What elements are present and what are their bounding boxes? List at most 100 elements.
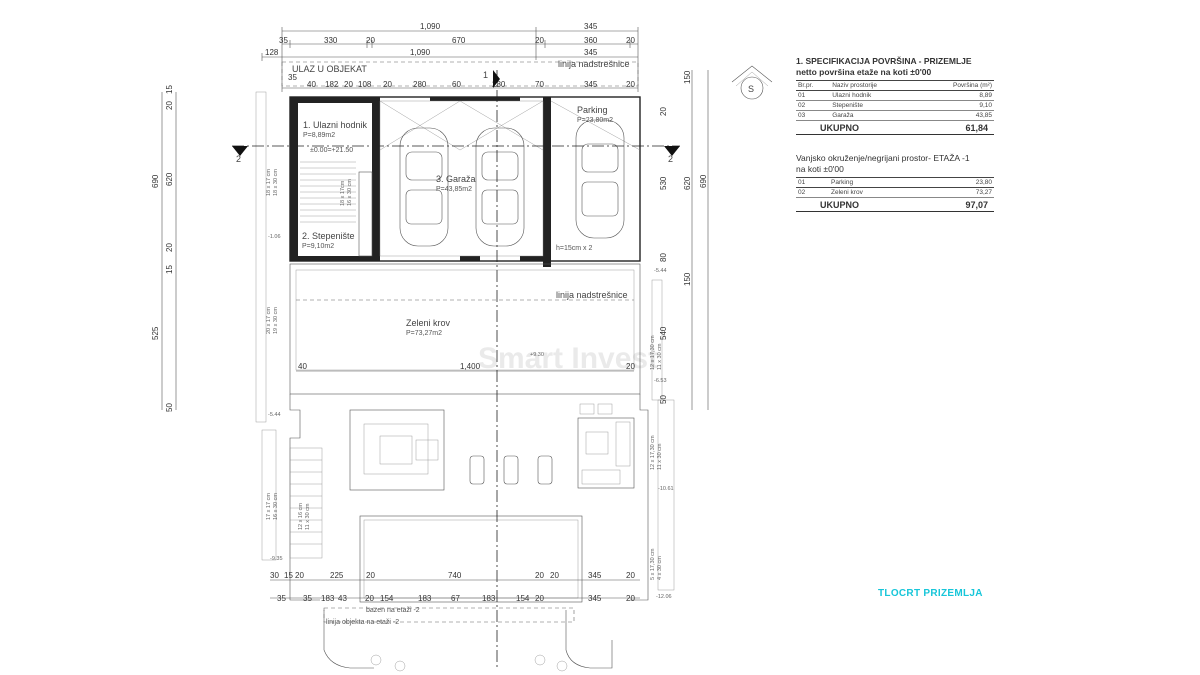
- table-row: 02 Zeleni krov 73,27: [796, 187, 994, 198]
- dim-bot-r2-2: 183: [321, 594, 335, 603]
- dim-bot-r1-4: 20: [366, 571, 375, 580]
- spec2-subtitle: na koti ±0'00: [796, 164, 844, 174]
- dim-bot-r1-2: 20: [295, 571, 304, 580]
- dim-left-inner-4: 15: [165, 265, 174, 274]
- car-parking: [575, 119, 625, 239]
- dim-right-outer-3: 150: [683, 272, 692, 286]
- table-cell: Stepenište: [830, 100, 918, 111]
- outer-stairs-right: [651, 279, 675, 591]
- total-value: 61,84: [965, 123, 988, 133]
- dim-bot-r2-10: 20: [535, 594, 544, 603]
- dim-right-inner-4: 50: [659, 395, 668, 404]
- spec1-total: UKUPNO 61,84: [796, 121, 994, 135]
- dim-top-r3-0: 128: [265, 48, 279, 57]
- dim-top-r4-5: 20: [383, 80, 392, 89]
- dim-top-r2-2: 20: [366, 36, 375, 45]
- stair-left-2: 20 x 17 cm: [266, 307, 272, 334]
- dim-right-inner-0: 20: [659, 107, 668, 116]
- dim-bot-r1-7: 20: [550, 571, 559, 580]
- dim-top-r4-6: 280: [413, 80, 427, 89]
- level-0: -1.06: [268, 234, 281, 240]
- dim-top-r4-7: 60: [452, 80, 461, 89]
- pool-label: bazen na etaži -2: [366, 607, 420, 614]
- dim-top-r2-4: 20: [535, 36, 544, 45]
- table-cell: 01: [796, 177, 830, 188]
- dim-top-r4-11: 20: [626, 80, 635, 89]
- dim-top-r4-2: 182: [325, 80, 339, 89]
- dim-left-outer-0: 690: [151, 174, 160, 188]
- dim-left-inner-5: 50: [165, 403, 174, 412]
- table-cell: Garaža: [830, 110, 918, 121]
- terrace-lower: [289, 394, 649, 672]
- room-2-name: 2. Stepenište: [302, 231, 355, 241]
- dim-right-inner-2: 80: [659, 253, 668, 262]
- dim-right-outer-1: 620: [683, 176, 692, 190]
- level-4: -6.53: [654, 378, 667, 384]
- table-row: 01 Parking 23,80: [796, 177, 994, 188]
- dim-top-r4-0: 35: [288, 73, 297, 82]
- dim-top-r4-8: 280: [492, 80, 506, 89]
- canopy-outline-top: [281, 61, 639, 87]
- stair-right-5: 4 x 30 cm: [657, 556, 663, 580]
- outer-stairs-left: [255, 91, 323, 561]
- stair-right-4: 5 x 17,30 cm: [650, 548, 656, 580]
- room-1-area: P=8,89m2: [303, 132, 335, 139]
- dim-bot-r1-6: 20: [535, 571, 544, 580]
- stair-right-2: 12 x 17,30 cm: [650, 435, 656, 470]
- dim-top-r2-5: 360: [584, 36, 598, 45]
- dim-top-r4-10: 345: [584, 80, 598, 89]
- dim-bot-r2-11: 345: [588, 594, 602, 603]
- table-cell: 43,85: [917, 110, 994, 121]
- stair-right-1: 11 x 30 cm: [657, 343, 663, 370]
- dim-bot-r2-12: 20: [626, 594, 635, 603]
- dim-left-outer-1: 525: [151, 326, 160, 340]
- dim-right-outer-0: 150: [683, 70, 692, 84]
- dim-bot-r2-3: 43: [338, 594, 347, 603]
- dim-bot-r2-4: 20: [365, 594, 374, 603]
- level-2: +9.30: [530, 352, 544, 358]
- stair-left-0: 18 x 17 cm: [266, 169, 272, 196]
- level-note: ±0.00=+21.50: [310, 147, 353, 154]
- level-5: -10.61: [658, 486, 674, 492]
- dim-left-inner-2: 620: [165, 172, 174, 186]
- stair-left-7: 11 x 30 cm: [305, 503, 311, 530]
- dim-bot-r2-1: 35: [303, 594, 312, 603]
- table-cell: 23,80: [934, 177, 994, 188]
- level-3: -5.44: [268, 412, 281, 418]
- section-marker-left: 2: [232, 146, 248, 164]
- table-header-row: Br.pr. Naziv prostorije Površina (m²): [796, 80, 994, 91]
- level-markers: -1.06 -5.44 +9.30 -5.44 -6.53 -10.61 -9.…: [268, 234, 674, 600]
- dim-bot-r1-0: 30: [270, 571, 279, 580]
- stair-right-0: 12 x 17,30 cm: [650, 335, 656, 370]
- svg-text:2: 2: [236, 154, 241, 164]
- total-label: UKUPNO: [820, 123, 860, 133]
- table-cell: Zeleni krov: [829, 187, 935, 198]
- header-cell: Br.pr.: [796, 80, 831, 91]
- green-roof-area: P=73,27m2: [406, 330, 442, 337]
- section-marker-top: 1: [483, 70, 500, 88]
- dims-top: 1,090 345 35 330 20 670 20 360 20 128 1,…: [261, 22, 639, 92]
- total-label: UKUPNO: [820, 200, 860, 210]
- level-1: -5.44: [654, 268, 667, 274]
- table-cell: 73,27: [934, 187, 994, 198]
- dim-top-r4-9: 70: [535, 80, 544, 89]
- table-row: 01 Ulazni hodnik 8,89: [796, 90, 994, 101]
- canopy-line-top-label: linija nadstrešnice: [558, 59, 630, 69]
- stair-right-3: 11 x 30 cm: [657, 443, 663, 470]
- total-value: 97,07: [965, 200, 988, 210]
- dims-right: 20 530 80 540 50 150 620 690 150 12 x 17…: [650, 70, 709, 580]
- table-cell: 03: [796, 110, 831, 121]
- stair-inner-1: 16 x 30 cm: [347, 179, 353, 206]
- dim-top-r1-0: 1,090: [420, 22, 441, 31]
- dim-right-inner-3: 540: [659, 326, 668, 340]
- svg-text:2: 2: [668, 154, 673, 164]
- dim-left-inner-1: 20: [165, 101, 174, 110]
- object-line-label: linija objekta na etaži -2: [326, 619, 399, 626]
- dim-bot-r2-7: 67: [451, 594, 460, 603]
- watermark: Smart Invest: [478, 342, 658, 375]
- dim-left-inner-3: 20: [165, 243, 174, 252]
- dim-right-outer-2: 690: [699, 174, 708, 188]
- level-6: -9.35: [270, 556, 283, 562]
- dim-bot-r1-9: 20: [626, 571, 635, 580]
